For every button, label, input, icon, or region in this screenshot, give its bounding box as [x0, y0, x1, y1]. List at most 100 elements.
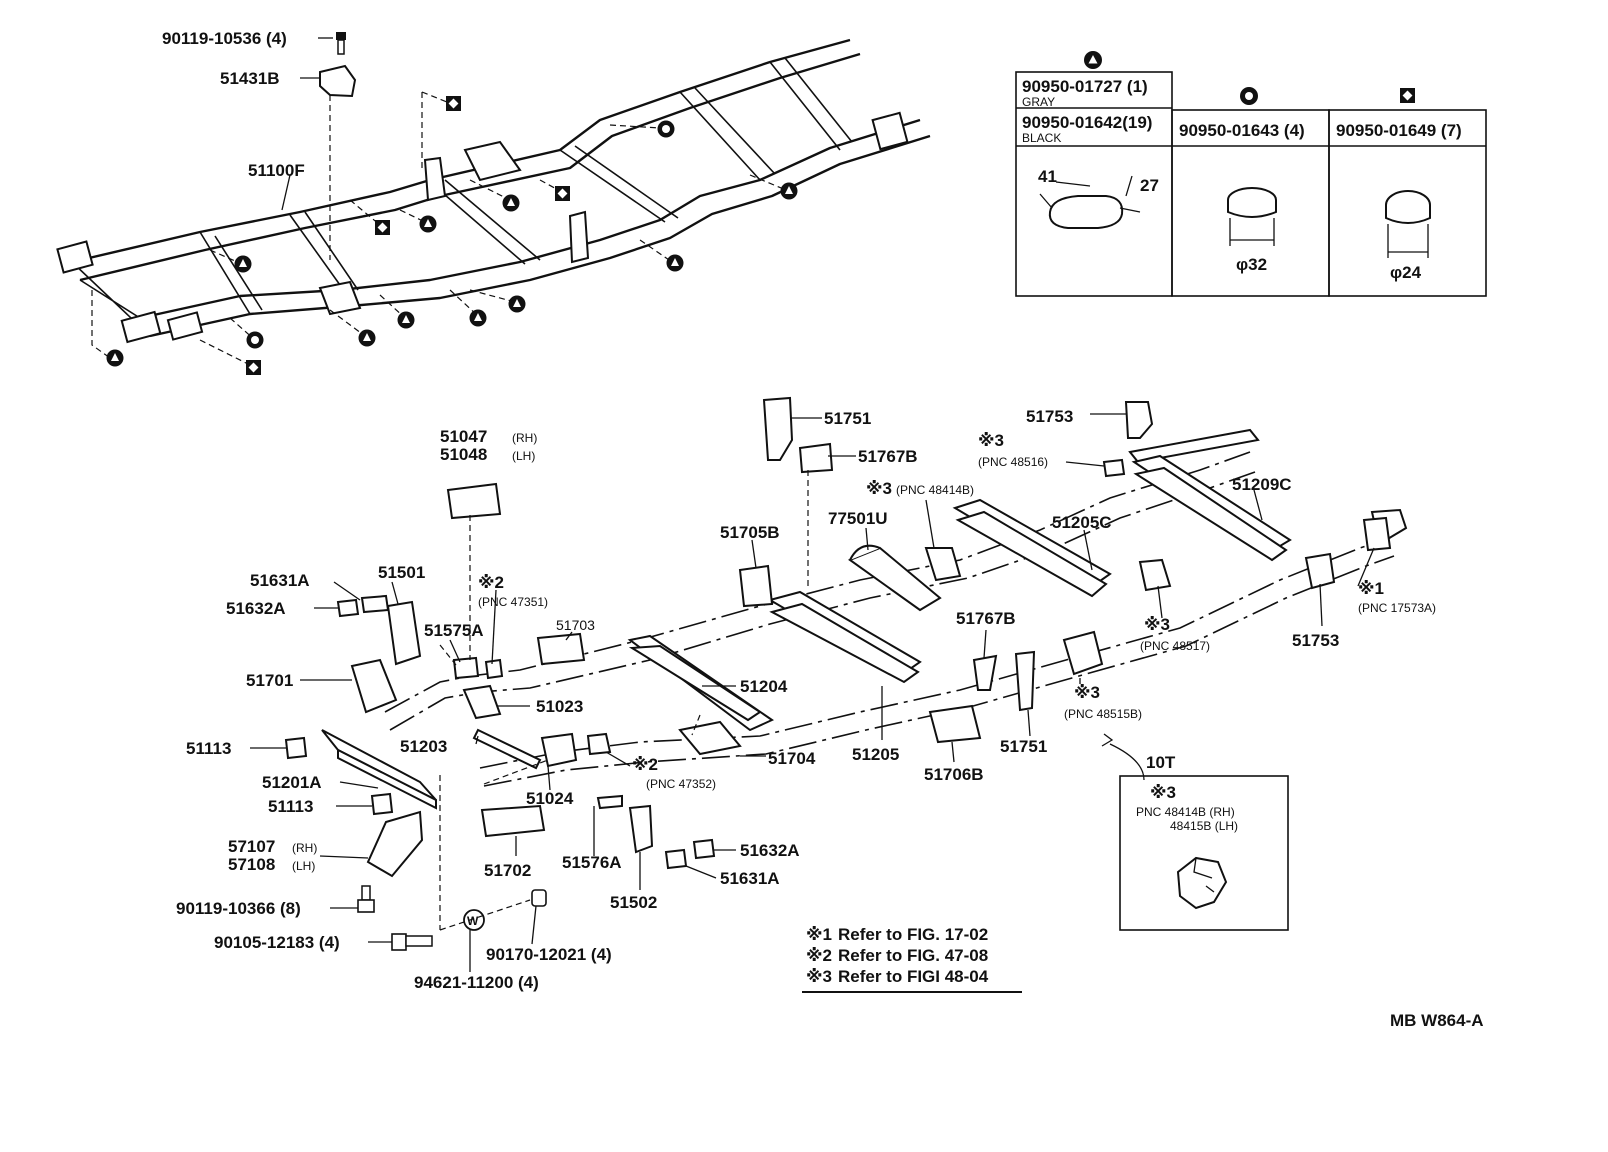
pnc-48517: (PNC 48517) — [1140, 639, 1210, 653]
part-51706b-shape — [928, 704, 982, 744]
circle-marker-icon — [246, 120, 675, 349]
square-marker-icon — [246, 96, 570, 375]
part-51704-shape — [678, 720, 742, 756]
ref3-mark-c: ※3 — [1144, 615, 1170, 634]
part-48515b-shape — [1062, 630, 1104, 676]
label-51705b: 51705B — [720, 523, 780, 542]
part-51113-a-shape — [284, 736, 308, 760]
oval-plug-drawing: 41 27 — [1038, 167, 1159, 229]
label-94621-11200: 94621-11200 (4) — [414, 973, 539, 992]
pnc-47351: (PNC 47351) — [478, 595, 548, 609]
label-90105-12183: 90105-12183 (4) — [214, 933, 340, 952]
label-51502: 51502 — [610, 893, 657, 912]
inset-part-drawing — [1176, 856, 1228, 910]
label-51201a: 51201A — [262, 773, 322, 792]
ref3-mark-a: ※3 — [978, 431, 1004, 450]
label-51205c: 51205C — [1052, 513, 1112, 532]
label-57107: 57107 — [228, 837, 275, 856]
label-51632a-right: 51632A — [740, 841, 800, 860]
exploded-frame: W — [176, 396, 1436, 992]
label-51702: 51702 — [484, 861, 531, 880]
inset-pnc-line1: PNC 48414B (RH) — [1136, 805, 1235, 819]
dim-41: 41 — [1038, 167, 1057, 186]
bracket-icon — [319, 64, 357, 98]
inset-ref3: ※3 — [1150, 783, 1176, 802]
label-51047: 51047 — [440, 427, 487, 446]
dim-phi24: φ24 — [1390, 263, 1422, 282]
label-51100f: 51100F — [248, 161, 305, 180]
label-51767b-mid: 51767B — [956, 609, 1016, 628]
bolt-90105-12183-icon — [391, 933, 433, 951]
pnc-47352: (PNC 47352) — [646, 777, 716, 791]
part-51113-b-shape — [370, 792, 394, 816]
reference-notes: ※1 Refer to FIG. 17-02 ※2 Refer to FIG. … — [802, 925, 1022, 993]
label-51753: 51753 — [1026, 407, 1073, 426]
label-51209c: 51209C — [1232, 475, 1292, 494]
part-17573a-shape — [1362, 516, 1392, 552]
nut-90170-12021-icon — [531, 889, 547, 907]
label-51203: 51203 — [400, 737, 447, 756]
label-51575a: 51575A — [424, 621, 484, 640]
note-1-text: Refer to FIG. 17-02 — [838, 925, 988, 944]
label-51431b: 51431B — [220, 69, 280, 88]
label-51631a-left: 51631A — [250, 571, 310, 590]
dim-27: 27 — [1140, 176, 1159, 195]
part-51703-shape — [536, 632, 586, 666]
label-51576a: 51576A — [562, 853, 622, 872]
plug-table: 90950-01727 (1) GRAY 90950-01642(19) BLA… — [1015, 51, 1487, 297]
label-51632a-left: 51632A — [226, 599, 286, 618]
plug-color-black: BLACK — [1022, 131, 1061, 145]
washer-icon: W — [463, 909, 485, 931]
table-header-triangle-icon — [1084, 51, 1102, 69]
part-51751-top-shape — [762, 396, 794, 461]
part-51753-top-shape — [1124, 401, 1154, 439]
part-48517-shape — [1138, 558, 1172, 592]
part-51767b-mid-shape — [972, 654, 998, 691]
note-2-text: Refer to FIG. 47-08 — [838, 946, 988, 965]
label-57108-lh: (LH) — [292, 859, 315, 873]
part-51753-mid-shape — [1304, 552, 1336, 590]
pnc-17573a: (PNC 17573A) — [1358, 601, 1436, 615]
part-51023-shape — [462, 684, 502, 720]
plug-color-gray: GRAY — [1022, 95, 1055, 109]
part-51501-shape — [386, 600, 422, 666]
ref3-mark-b: ※3 — [866, 479, 892, 498]
label-51751: 51751 — [824, 409, 871, 428]
part-51701-shape — [350, 658, 398, 714]
bolt-icon — [336, 32, 346, 55]
bolt-90119-10366-icon — [357, 885, 375, 913]
inset-pnc-line2: 48415B (LH) — [1170, 819, 1238, 833]
figure-id: MB W864-A — [1390, 1011, 1484, 1030]
round-plug-32-drawing: φ32 — [1227, 187, 1277, 274]
pnc-48414b: (PNC 48414B) — [896, 483, 974, 497]
label-51024: 51024 — [526, 789, 574, 808]
part-51047-shape — [446, 482, 502, 520]
part-51705b-shape — [738, 564, 774, 608]
label-51767b: 51767B — [858, 447, 918, 466]
label-90119-10536: 90119-10536 (4) — [162, 29, 287, 48]
upper-frame-assembly: 90119-10536 (4) 51431B 51100F — [56, 29, 931, 375]
label-51113-a: 51113 — [186, 739, 231, 758]
triangle-marker-icon — [106, 182, 798, 367]
ref2-mark-b: ※2 — [632, 755, 658, 774]
label-51701: 51701 — [246, 671, 293, 690]
plug-part-3: 90950-01643 (4) — [1179, 121, 1305, 140]
ref2-mark-a: ※2 — [478, 573, 504, 592]
torque-10t: 10T — [1146, 753, 1176, 772]
label-51113-b: 51113 — [268, 797, 313, 816]
pnc-48516: (PNC 48516) — [978, 455, 1048, 469]
plug-part-4: 90950-01649 (7) — [1336, 121, 1462, 140]
label-51048: 51048 — [440, 445, 487, 464]
label-51703: 51703 — [556, 617, 595, 633]
label-51501: 51501 — [378, 563, 425, 582]
plug-part-2: 90950-01642(19) — [1022, 113, 1152, 132]
table-header-square-icon — [1400, 88, 1415, 103]
note-1-mark: ※1 — [806, 925, 832, 944]
plug-part-1: 90950-01727 (1) — [1022, 77, 1148, 96]
part-51502-shape — [628, 804, 654, 854]
label-90119-10366: 90119-10366 (8) — [176, 899, 301, 918]
ref1-mark: ※1 — [1358, 579, 1384, 598]
label-51047-rh: (RH) — [512, 431, 537, 445]
dim-phi32: φ32 — [1236, 255, 1267, 274]
